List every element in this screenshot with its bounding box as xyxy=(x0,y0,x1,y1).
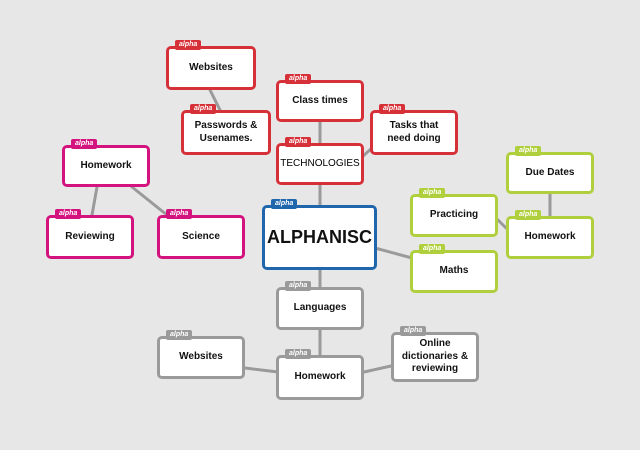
node-label: Homework xyxy=(294,371,346,383)
alpha-tag: alpha xyxy=(166,330,193,340)
node-label: Passwords & Usenames. xyxy=(194,120,258,144)
alpha-tag: alpha xyxy=(166,209,193,219)
link-homeworkpink-science xyxy=(130,185,169,217)
link-websitesgray-homeworkgray xyxy=(243,366,280,374)
node-websites-red[interactable]: alpha Websites xyxy=(166,40,256,90)
alpha-tag: alpha xyxy=(515,146,542,156)
node-websites-gray[interactable]: alpha Websites xyxy=(157,330,245,379)
node-due-dates[interactable]: alpha Due Dates xyxy=(506,146,594,194)
node-label: Tasks that need doing xyxy=(387,120,441,144)
node-practicing[interactable]: alpha Practicing xyxy=(410,188,498,237)
node-class-times[interactable]: alpha Class times xyxy=(276,74,364,122)
alpha-tag: alpha xyxy=(175,40,202,50)
node-label: Practicing xyxy=(429,209,479,221)
node-passwords[interactable]: alpha Passwords & Usenames. xyxy=(181,104,271,155)
alpha-tag: alpha xyxy=(71,139,98,149)
link-passwords-websites xyxy=(208,88,222,112)
node-science[interactable]: alpha Science xyxy=(157,209,245,259)
alpha-tag: alpha xyxy=(419,188,446,198)
node-label: Due Dates xyxy=(525,166,575,178)
node-label: Maths xyxy=(439,265,469,277)
node-tasks[interactable]: alpha Tasks that need doing xyxy=(370,104,458,155)
node-online-dictionaries[interactable]: alpha Online dictionaries & reviewing xyxy=(391,326,479,382)
alpha-tag: alpha xyxy=(400,326,427,336)
node-reviewing[interactable]: alpha Reviewing xyxy=(46,209,134,259)
link-homeworkpink-reviewing xyxy=(90,185,99,217)
node-maths[interactable]: alpha Maths xyxy=(410,244,498,293)
node-label: Websites xyxy=(179,351,223,363)
node-alphanisc-center[interactable]: alpha ALPHANISC xyxy=(262,199,377,270)
node-homework-green[interactable]: alpha Homework xyxy=(506,210,594,259)
node-label: Homework xyxy=(80,159,132,171)
node-languages[interactable]: alpha Languages xyxy=(276,281,364,330)
node-homework-pink[interactable]: alpha Homework xyxy=(62,139,150,187)
alpha-tag: alpha xyxy=(285,349,312,359)
node-technologies[interactable]: alpha TECHNOLOGIES xyxy=(276,137,364,185)
node-label: Languages xyxy=(293,302,347,314)
node-label: Reviewing xyxy=(65,230,115,242)
alpha-tag: alpha xyxy=(190,104,217,114)
link-homeworkgray-onlinedict xyxy=(362,364,393,374)
node-label: ALPHANISC xyxy=(267,227,373,248)
node-label: Websites xyxy=(189,61,233,73)
alpha-tag: alpha xyxy=(515,210,542,220)
node-label: Homework xyxy=(524,231,576,243)
node-label: TECHNOLOGIES xyxy=(280,157,360,169)
alpha-tag: alpha xyxy=(55,209,82,219)
alpha-tag: alpha xyxy=(379,104,406,114)
link-practicing-homeworkgreen xyxy=(496,218,508,230)
alpha-tag: alpha xyxy=(271,199,298,209)
node-label: Online dictionaries & reviewing xyxy=(401,338,469,375)
node-label: Class times xyxy=(292,94,348,106)
node-label: Science xyxy=(182,230,220,242)
alpha-tag: alpha xyxy=(285,74,312,84)
node-homework-gray[interactable]: alpha Homework xyxy=(276,349,364,400)
alpha-tag: alpha xyxy=(285,281,312,291)
link-center-maths xyxy=(373,246,414,260)
alpha-tag: alpha xyxy=(285,137,312,147)
alpha-tag: alpha xyxy=(419,244,446,254)
